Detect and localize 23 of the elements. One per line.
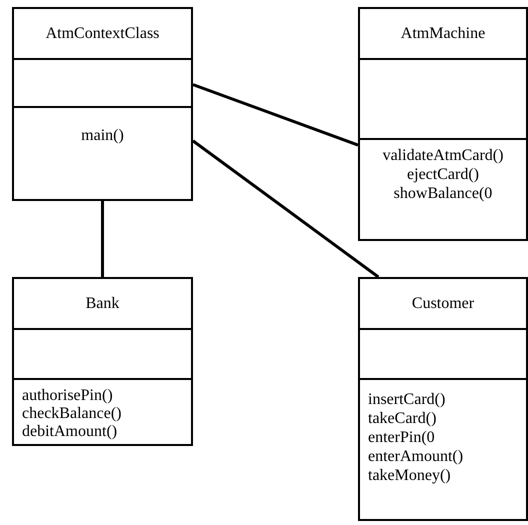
method-name: validateAtmCard() [382, 146, 504, 165]
association-line [101, 201, 104, 277]
method-name: main() [81, 126, 124, 145]
method-name: enterPin(0 [368, 428, 435, 447]
method-name: enterAmount() [368, 447, 464, 466]
method-name: insertCard() [368, 390, 446, 409]
method-name: checkBalance() [22, 405, 122, 423]
class-name: Customer [412, 294, 474, 312]
method-name: takeCard() [368, 409, 436, 428]
class-name: Bank [86, 294, 120, 312]
class-box [12, 7, 193, 201]
method-name: debitAmount() [22, 423, 118, 441]
class-name: AtmMachine [400, 24, 486, 42]
class-name: AtmContextClass [46, 24, 160, 42]
method-name: ejectCard() [407, 165, 479, 184]
method-name: takeMoney() [368, 466, 451, 485]
class-box [358, 7, 528, 241]
association-line [192, 83, 359, 146]
method-name: showBalance(0 [394, 184, 492, 203]
class-box [12, 277, 193, 446]
association-line [192, 140, 380, 278]
class-box [358, 277, 528, 521]
method-name: authorisePin() [22, 387, 113, 405]
